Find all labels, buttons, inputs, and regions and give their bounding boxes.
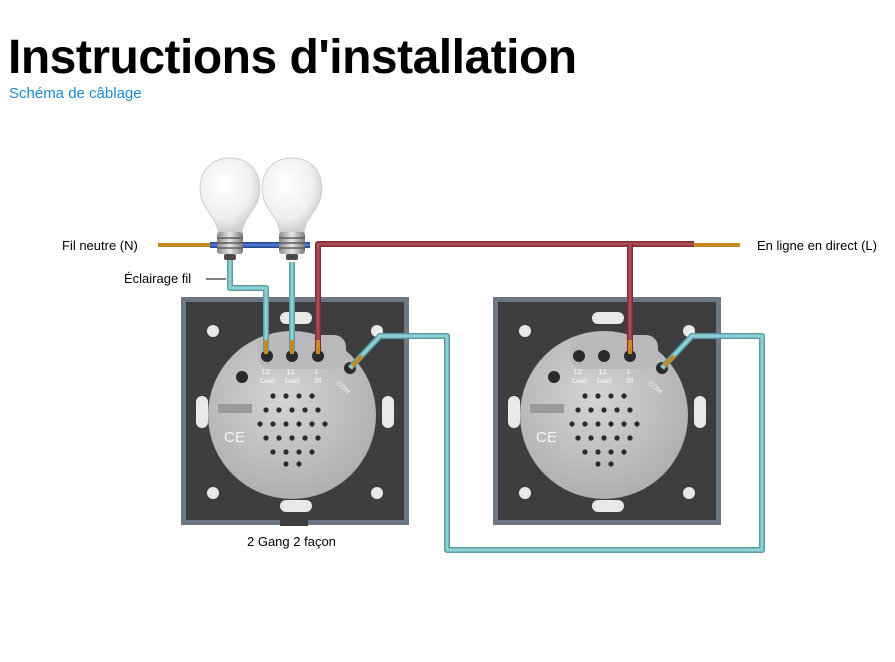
term-l1-sub: Load — [285, 378, 300, 385]
switch-2-speaker-grid — [569, 393, 640, 467]
term-l2-label: L2 — [262, 369, 270, 376]
copper-stubs — [264, 340, 676, 368]
label-neutral: Fil neutre (N) — [62, 238, 138, 253]
switch-1-speaker-grid — [257, 393, 328, 467]
term-l1-sub-2: Load — [597, 378, 612, 385]
term-l-label-2: L — [627, 369, 631, 376]
label-caption: 2 Gang 2 façon — [247, 534, 336, 549]
switch-1-module — [208, 331, 376, 499]
switch-2: L2 L1 L COM Load Load IN CE — [493, 297, 721, 525]
bulb-1 — [199, 157, 261, 260]
switch-2-ce-mark: CE — [536, 429, 557, 446]
term-l-label: L — [315, 369, 319, 376]
term-l2-label-2: L2 — [574, 369, 582, 376]
term-l-sub: IN — [314, 378, 322, 385]
diagram-subtitle: Schéma de câblage — [9, 85, 142, 102]
switch-2-terminals — [548, 350, 668, 383]
live-wire — [315, 241, 740, 352]
term-l2-sub-2: Load — [572, 378, 587, 385]
label-live: En ligne en direct (L) — [757, 238, 877, 253]
lighting-wires — [227, 260, 295, 352]
traveler-wire-com — [347, 333, 765, 553]
switch-2-mount-holes — [508, 312, 706, 512]
page-title: Instructions d'installation — [8, 31, 577, 84]
term-l2-sub: Load — [260, 378, 275, 385]
label-lighting: Éclairage fil — [124, 271, 191, 286]
switch-1: L2 L1 L COM Load Load IN CE — [181, 297, 409, 526]
term-l1-label: L1 — [287, 369, 295, 376]
term-l-sub-2: IN — [626, 378, 634, 385]
term-l1-label-2: L1 — [599, 369, 607, 376]
bulb-2 — [261, 157, 323, 260]
switch-2-module — [520, 331, 688, 499]
switch-1-ce-mark: CE — [224, 429, 245, 446]
